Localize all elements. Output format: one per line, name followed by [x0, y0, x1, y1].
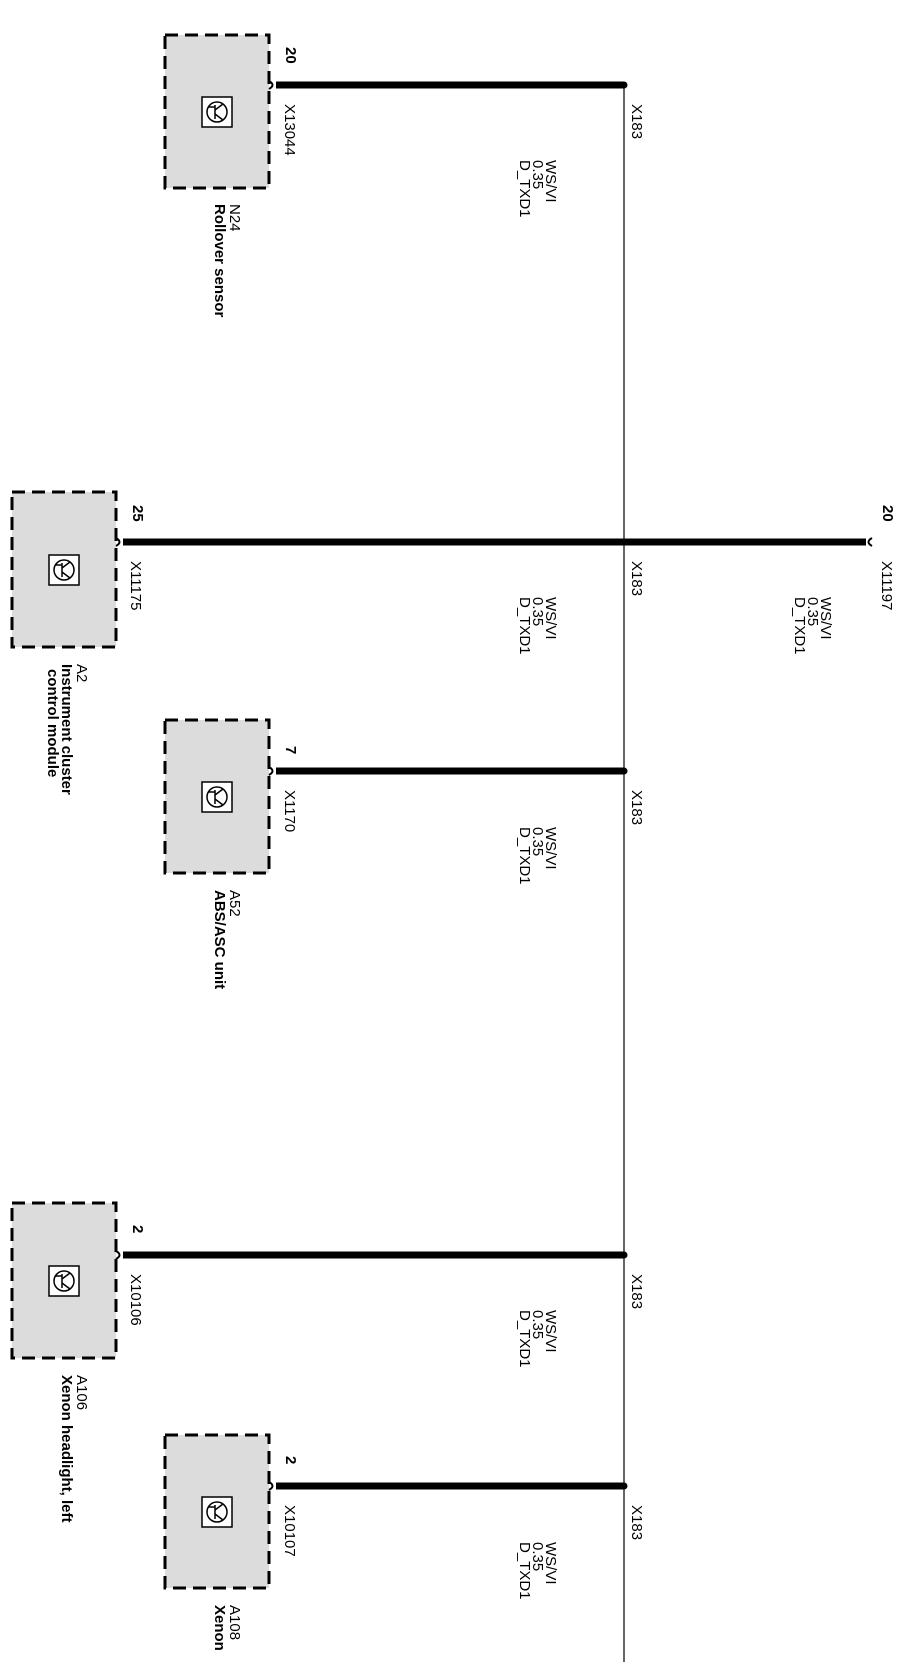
wire-signal: D_TXD1 — [516, 1542, 533, 1600]
wire-color: WS/VI — [542, 1310, 559, 1353]
bus-junction-label: X183 — [628, 561, 645, 596]
connector-label: X10107 — [281, 1505, 298, 1557]
transistor-symbol-icon — [201, 781, 233, 813]
wire-gauge: 0.35 — [804, 597, 821, 626]
wire-color: WS/VI — [542, 1542, 559, 1585]
module-a52[interactable] — [163, 718, 271, 875]
connector-tab — [115, 537, 121, 547]
connector-tab — [268, 80, 274, 90]
transistor-symbol-icon — [48, 554, 80, 586]
junction-dot — [620, 1482, 628, 1490]
connector-label: X13044 — [281, 104, 298, 156]
connector-label: X10106 — [127, 1274, 144, 1326]
connector-tab — [268, 766, 274, 776]
module-name-line2: control module — [44, 669, 61, 777]
wire-color: WS/VI — [542, 827, 559, 870]
wire-color: WS/VI — [542, 160, 559, 203]
junction-dot — [620, 1251, 628, 1259]
transistor-symbol-icon — [48, 1265, 80, 1297]
connector-label: X1170 — [281, 790, 298, 832]
bus-junction-label: X183 — [628, 790, 645, 825]
module-a106[interactable] — [10, 1201, 118, 1360]
pin-number: 2 — [282, 1456, 299, 1464]
pin-number: 7 — [282, 746, 299, 754]
wire-color: WS/VI — [817, 597, 834, 640]
transistor-symbol-icon — [201, 1496, 233, 1528]
pin-number: 2 — [129, 1225, 146, 1233]
junction-dot — [620, 767, 628, 775]
connector-tab — [115, 1250, 121, 1260]
module-id: A2 — [73, 664, 90, 682]
connector-label: X11197 — [878, 561, 895, 611]
connector-tab — [268, 1481, 274, 1491]
junction-dot — [620, 81, 628, 89]
wire-signal: D_TXD1 — [516, 160, 533, 218]
wire-gauge: 0.35 — [529, 160, 546, 189]
wire-signal: D_TXD1 — [516, 1310, 533, 1368]
module-id: A108 — [226, 1605, 243, 1640]
module-name-line1: Instrument cluster — [58, 664, 75, 795]
wire-signal: D_TXD1 — [791, 597, 808, 655]
transistor-symbol-icon — [201, 96, 233, 128]
module-id: A106 — [73, 1375, 90, 1410]
wire-gauge: 0.35 — [529, 597, 546, 626]
module-name: Rollover sensor — [211, 204, 228, 318]
module-box — [10, 490, 118, 649]
bus-junction-label: X183 — [628, 1505, 645, 1540]
pin-number: 25 — [129, 505, 146, 522]
pin-number: 20 — [879, 505, 896, 522]
module-id: A52 — [226, 890, 243, 917]
module-a2[interactable] — [10, 490, 118, 649]
connector-tab — [867, 537, 873, 547]
module-id: N24 — [226, 204, 243, 232]
wire-gauge: 0.35 — [529, 1542, 546, 1571]
bus-junction-label: X183 — [628, 104, 645, 139]
module-name: ABS/ASC unit — [211, 890, 228, 989]
wire-signal: D_TXD1 — [516, 597, 533, 655]
module-n24[interactable] — [163, 33, 271, 190]
wire-color: WS/VI — [542, 597, 559, 640]
wire-gauge: 0.35 — [529, 1310, 546, 1339]
wire-gauge: 0.35 — [529, 827, 546, 856]
pin-number: 20 — [282, 47, 299, 64]
module-name: Xenon — [211, 1605, 228, 1651]
bus-junction-label: X183 — [628, 1274, 645, 1309]
connector-label: X11175 — [127, 561, 144, 611]
module-a108[interactable] — [163, 1433, 271, 1590]
wire-signal: D_TXD1 — [516, 827, 533, 885]
module-name: Xenon headlight, left — [58, 1375, 75, 1523]
